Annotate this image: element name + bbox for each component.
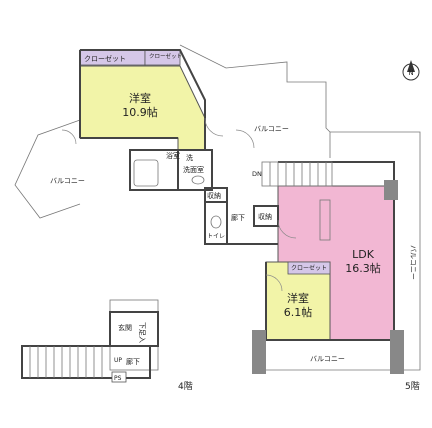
door-swings bbox=[61, 117, 297, 292]
compass: N bbox=[402, 60, 420, 81]
closet-1-label: クローゼット bbox=[84, 54, 126, 63]
western-room-2-name: 洋室 bbox=[287, 291, 309, 305]
stairs-5f bbox=[261, 161, 333, 187]
balcony-left-label: バルコニー bbox=[50, 177, 85, 185]
stairs-down-label: DN bbox=[252, 170, 262, 178]
storage-2-label: 収納 bbox=[258, 212, 272, 221]
closet-3-label: クローゼット bbox=[291, 264, 327, 272]
entrance-label: 玄関 bbox=[118, 323, 132, 332]
ldk-name: LDK bbox=[352, 248, 375, 261]
wash-label: 洗 bbox=[186, 153, 193, 162]
storage-1-label: 収納 bbox=[207, 191, 221, 200]
ldk-size: 16.3帖 bbox=[345, 262, 381, 275]
stairs-up-label: UP bbox=[114, 357, 122, 364]
western-room-1-size: 10.9帖 bbox=[122, 106, 158, 119]
washroom-label: 洗面室 bbox=[183, 165, 204, 174]
walls bbox=[79, 49, 404, 374]
western-room-1-name: 洋室 bbox=[129, 91, 151, 105]
floor-5-label: 5階 bbox=[405, 381, 420, 392]
closet-2-label: クローゼット bbox=[149, 52, 182, 60]
toilet-label: トイレ bbox=[207, 233, 225, 240]
hall-label: 廊下 bbox=[231, 213, 245, 222]
floor-4-label: 4階 bbox=[178, 381, 193, 392]
balcony-top-label: バルコニー bbox=[254, 125, 289, 133]
shoebox-label: 下足入 bbox=[138, 322, 146, 343]
bath-label: 浴室 bbox=[166, 151, 180, 160]
balcony-bottom-label: バルコニー bbox=[310, 355, 345, 363]
hall-4f-label: 廊下 bbox=[126, 357, 140, 366]
ps-label: PS bbox=[114, 375, 122, 382]
compass-label: N bbox=[408, 69, 413, 77]
balcony-right-label: バルコニー bbox=[409, 245, 417, 280]
stairs-4f bbox=[21, 311, 159, 383]
western-room-2-size: 6.1帖 bbox=[284, 306, 313, 319]
closet-3 bbox=[287, 261, 331, 275]
